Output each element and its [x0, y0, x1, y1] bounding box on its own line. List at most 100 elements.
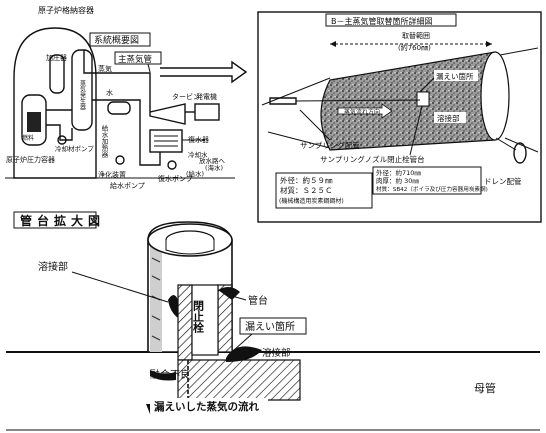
pipe-guide-bottom-right — [504, 137, 539, 153]
weld-box — [434, 112, 466, 123]
pipe-spec-box — [372, 166, 482, 195]
sampling-line — [295, 99, 421, 102]
detail-panel: B－主蒸気管取替箇所詳細図 取替範囲 (約760㎜) 蒸気流れ方向 漏えい箇所 … — [257, 11, 542, 223]
leak-leader — [419, 77, 435, 93]
weld-left — [168, 295, 178, 318]
weld-left-leader — [71, 271, 169, 303]
steam-line — [83, 50, 151, 100]
weld-right — [226, 346, 262, 362]
nozzle-stub-leader — [231, 295, 247, 301]
leak-flow-label: 漏えいした蒸気の流れ — [154, 400, 259, 413]
nozzle-spec-box — [275, 172, 373, 209]
feedwater-heater-label: 給水加熱器 — [100, 124, 108, 159]
steam-flow-label: 蒸気流れ方向 — [344, 108, 380, 116]
leak-point-box — [434, 70, 478, 81]
nozzle-label: サンプリングノズル閉止栓管台 — [320, 154, 425, 164]
coolant-pump — [57, 135, 67, 145]
detail-leak-label: 漏えい箇所 — [436, 71, 474, 81]
condenser-tubes — [154, 135, 178, 147]
plug-label: 閉止栓 — [192, 300, 205, 334]
coolant-pump-label: 冷却材ポンプ — [55, 144, 94, 153]
enlarged-leak-label: 漏えい箇所 — [245, 320, 295, 333]
main-steam-label-box — [114, 51, 162, 65]
generator-label: 発電機 — [196, 92, 217, 101]
fuel-label: 燃料 — [22, 134, 34, 142]
system-overview-label: 系統概要図 — [94, 34, 139, 46]
system-overview: 原子炉格納容器 加圧器 蒸気発生器 燃料 原子炉圧力容器 冷却材ポンプ 系統概要… — [5, 5, 248, 190]
fuel-core — [27, 112, 41, 132]
nozzle-od: 外径：約５９㎜ — [280, 175, 333, 185]
detail-title-box — [325, 13, 457, 27]
weld-bottom-left — [150, 370, 176, 381]
steam-generator-label: 蒸気発生器 — [79, 79, 86, 111]
feedwater-pump-label: 給水ポンプ — [110, 181, 145, 190]
pressurizer — [49, 54, 65, 94]
drain-pipe — [513, 142, 527, 164]
replace-range-value: (約760㎜) — [398, 43, 431, 52]
main-steam-pipe-label: 主蒸気管 — [118, 54, 152, 65]
sampling-pipe-label: サンプリング配管 — [300, 140, 360, 150]
pressurizer-label: 加圧器 — [46, 53, 67, 62]
fusion-defect-label: 融合不良 — [150, 368, 190, 381]
detail-frame — [257, 11, 542, 223]
pipe-od: 外径：約710㎜ — [376, 168, 421, 177]
detail-weld-label: 溶接部 — [437, 113, 460, 123]
condensate-pump-bracket: (給水) — [186, 169, 204, 178]
detail-arrow — [160, 60, 248, 84]
generator — [194, 103, 220, 121]
nozzle-stub — [416, 91, 430, 107]
main-steam-leader — [147, 63, 151, 73]
condensate-pump-label: 復水ポンプ — [158, 174, 193, 183]
steam-label: 蒸気 — [98, 64, 112, 73]
containment-label: 原子炉格納容器 — [38, 5, 94, 15]
detail-title: B－主蒸気管取替箇所詳細図 — [331, 16, 433, 26]
leak-flow-box — [150, 398, 268, 413]
containment-vessel — [13, 27, 97, 179]
bore-inner — [165, 240, 215, 255]
turbine-label: タービン — [172, 92, 200, 101]
enlarged-view: 管台拡大図 母管 閉止栓 — [6, 211, 540, 431]
feedwater-line — [92, 99, 161, 166]
nozzle-wall-left — [177, 284, 193, 361]
feedwater-pump — [115, 155, 125, 165]
nozzle-material: 材質：Ｓ２５Ｃ — [280, 185, 333, 195]
closure-plug — [191, 284, 219, 356]
nozzle-stub-label: 管台 — [248, 294, 268, 307]
header-wall — [177, 359, 301, 401]
replace-range-label: 取替範囲 — [402, 31, 430, 40]
rpv-label: 原子炉圧力容器 — [6, 155, 55, 164]
leak-label-box — [239, 317, 307, 335]
seawater-label: (海水) — [205, 163, 223, 172]
drain-line — [495, 137, 517, 151]
turbine — [149, 100, 186, 125]
enlarged-title-box — [13, 211, 97, 229]
header-pipe-label: 母管 — [474, 381, 496, 395]
weld-left-label: 溶接部 — [38, 260, 68, 273]
pipe-guide-top-right — [499, 47, 539, 56]
purifier-label: 浄化装置 — [98, 170, 126, 179]
pipe-end — [480, 51, 510, 141]
pipe-thickness: 肉厚：約 30㎜ — [376, 176, 419, 185]
condensate-pump — [167, 160, 177, 170]
water-label: 水 — [106, 88, 113, 97]
nozzle-note: (機械構造用炭素鋼鋼材) — [279, 197, 344, 205]
reactor-pressure-vessel — [21, 94, 47, 146]
pipe-material: 材質：SB42（ボイラ及び圧力容器用炭素鋼) — [376, 185, 488, 193]
enlarged-title: 管台拡大図 — [20, 213, 105, 228]
steam-flow-arrow — [337, 103, 393, 119]
feedwater-heater — [107, 101, 131, 115]
pipe-guide-top-left — [261, 77, 331, 106]
sampling-leader — [299, 109, 331, 141]
nozzle-leader — [409, 105, 423, 156]
nozzle-shade — [150, 246, 162, 352]
sampling-pipe — [269, 97, 297, 105]
leak-leader-line — [233, 333, 253, 351]
steam-generator — [71, 49, 93, 131]
drain-pipe-label: ドレン配管 — [484, 176, 522, 186]
to-discharge-label: 放水路へ — [199, 156, 226, 165]
condenser — [149, 129, 183, 153]
weld-right-label: 溶接部 — [262, 347, 291, 359]
primary-loop — [46, 109, 73, 141]
cooling-water-label: 冷却水 — [188, 150, 208, 159]
